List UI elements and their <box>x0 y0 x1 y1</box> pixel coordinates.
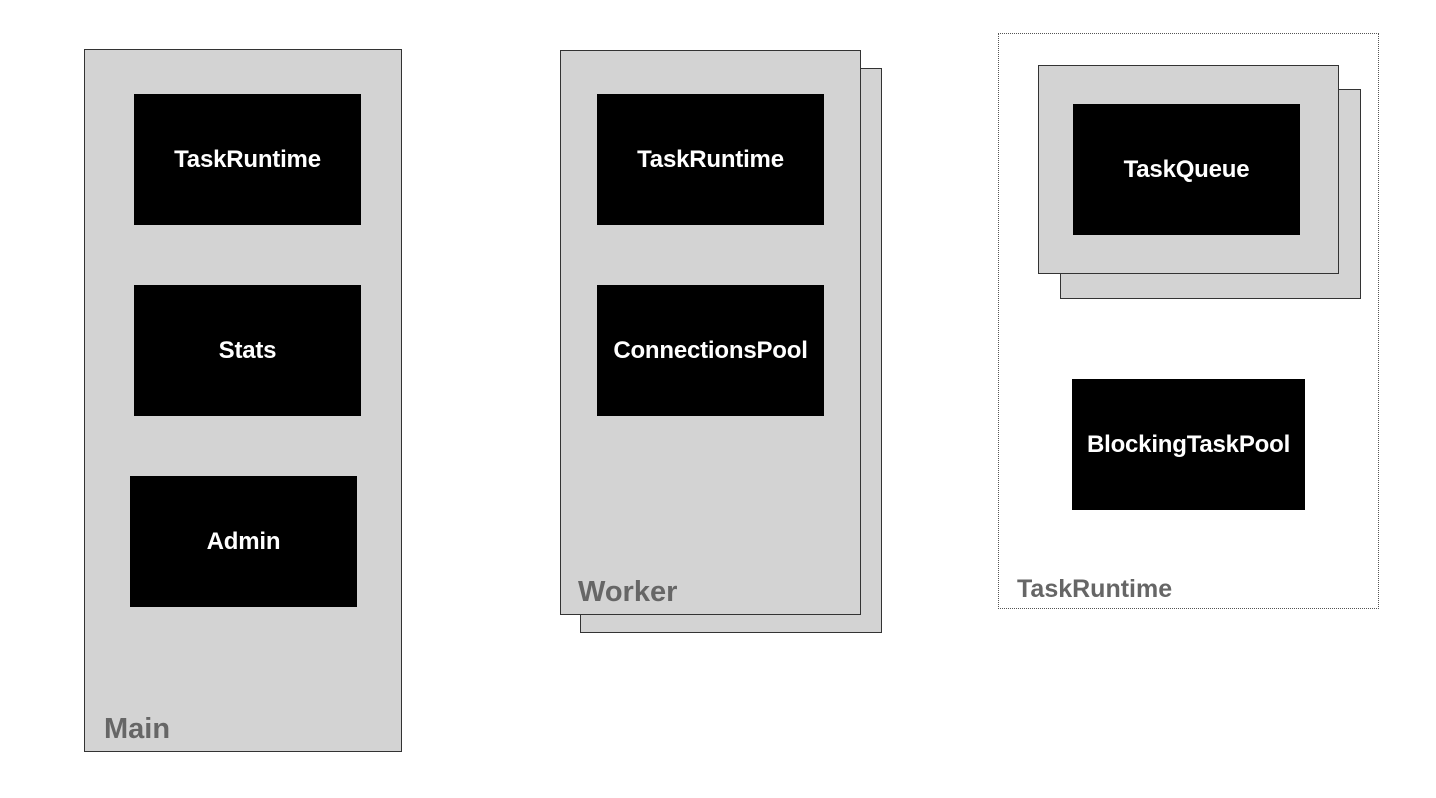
main-stats-label: Stats <box>218 336 277 364</box>
worker-container-label: Worker <box>578 576 678 608</box>
blockingtaskpool-block: BlockingTaskPool <box>1072 379 1305 510</box>
taskruntime-container-label: TaskRuntime <box>1017 575 1173 603</box>
worker-taskruntime-block: TaskRuntime <box>597 94 824 225</box>
taskqueue-label: TaskQueue <box>1123 155 1250 183</box>
main-taskruntime-block: TaskRuntime <box>134 94 361 225</box>
main-admin-block: Admin <box>130 476 357 607</box>
main-container-label: Main <box>104 713 171 745</box>
taskqueue-block: TaskQueue <box>1073 104 1300 235</box>
worker-connectionspool-label: ConnectionsPool <box>613 336 808 364</box>
main-taskruntime-label: TaskRuntime <box>174 145 321 173</box>
blockingtaskpool-label: BlockingTaskPool <box>1086 430 1291 458</box>
worker-taskruntime-label: TaskRuntime <box>637 145 784 173</box>
main-stats-block: Stats <box>134 285 361 416</box>
worker-connectionspool-block: ConnectionsPool <box>597 285 824 416</box>
main-admin-label: Admin <box>206 527 281 555</box>
